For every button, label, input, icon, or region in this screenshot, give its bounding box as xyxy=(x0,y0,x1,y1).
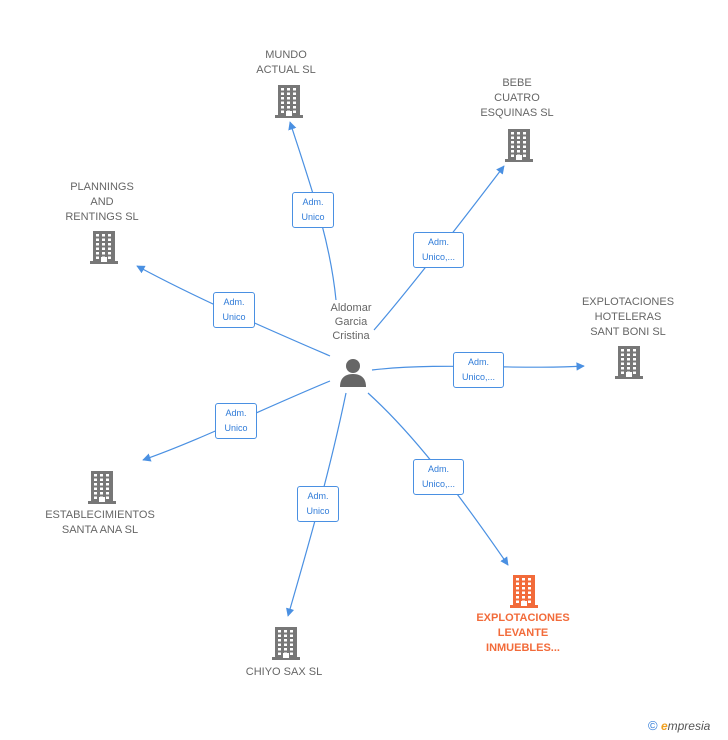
company-label-chiyo[interactable]: CHIYO SAX SL xyxy=(245,666,323,678)
company-label-plannings[interactable]: PLANNINGS AND RENTINGS SL xyxy=(65,181,139,223)
copyright-symbol: © xyxy=(648,718,658,733)
company-label-levante[interactable]: EXPLOTACIONES LEVANTE INMUEBLES... xyxy=(476,612,570,654)
person-icon[interactable] xyxy=(337,356,369,388)
building-icon-levante[interactable] xyxy=(510,574,538,608)
edge-label-hoteleras[interactable]: Adm. Unico,... xyxy=(453,352,504,388)
edge-bebe xyxy=(373,165,505,331)
building-icon-establecimientos[interactable] xyxy=(88,470,116,504)
center-person-name[interactable]: Aldomar Garcia Cristina xyxy=(330,302,372,342)
company-label-hoteleras[interactable]: EXPLOTACIONES HOTELERAS SANT BONI SL xyxy=(581,296,675,338)
building-icon-chiyo[interactable] xyxy=(272,626,300,660)
building-icon-bebe[interactable] xyxy=(505,128,533,162)
building-icon-hoteleras[interactable] xyxy=(615,345,643,379)
edge-label-mundo[interactable]: Adm. Unico xyxy=(292,192,334,228)
company-label-bebe[interactable]: BEBE CUATRO ESQUINAS SL xyxy=(480,77,554,119)
brand-name: mpresia xyxy=(667,719,711,733)
edge-label-plannings[interactable]: Adm. Unico xyxy=(213,292,255,328)
edge-label-establecimientos[interactable]: Adm. Unico xyxy=(215,403,257,439)
brand-initial: e xyxy=(660,719,668,733)
company-label-establecimientos[interactable]: ESTABLECIMIENTOS SANTA ANA SL xyxy=(45,509,155,536)
brand-footer: © empresia xyxy=(648,718,710,733)
building-icon-plannings[interactable] xyxy=(90,230,118,264)
edge-label-chiyo[interactable]: Adm. Unico xyxy=(297,486,339,522)
company-label-mundo[interactable]: MUNDO ACTUAL SL xyxy=(256,49,316,76)
edge-label-bebe[interactable]: Adm. Unico,... xyxy=(413,232,464,268)
edge-label-levante[interactable]: Adm. Unico,... xyxy=(413,459,464,495)
building-icon-mundo[interactable] xyxy=(275,84,303,118)
